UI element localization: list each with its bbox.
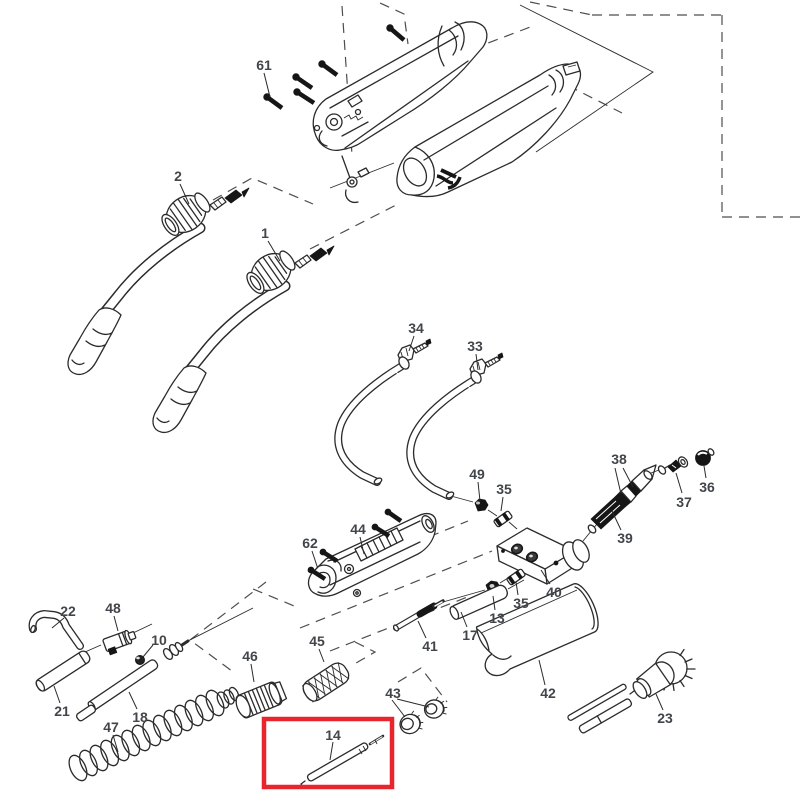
highlight-box — [261, 716, 395, 790]
part-label-39: 39 — [617, 530, 633, 546]
handle-cover-42 — [475, 583, 599, 677]
fitting-35-lower — [506, 568, 526, 586]
cap-36 — [695, 448, 715, 466]
part-label-40: 40 — [546, 584, 562, 600]
leader-lines — [51, 72, 707, 761]
neck-tube — [334, 338, 432, 486]
threaded-bushing-46 — [235, 681, 288, 719]
liner-14 — [300, 734, 385, 788]
part-label-45: 45 — [309, 633, 325, 649]
part-label-36: 36 — [699, 479, 715, 495]
part-label-13: 13 — [489, 610, 505, 626]
part-label-22: 22 — [60, 603, 76, 619]
part-label-34: 34 — [408, 320, 424, 336]
part-label-35-upper: 35 — [496, 481, 512, 497]
fitting-35-upper — [493, 510, 513, 528]
part-label-61: 61 — [256, 57, 272, 73]
tube-21 — [35, 650, 91, 692]
connector-block-40 — [496, 527, 590, 585]
mesh-diffuser-45 — [301, 662, 350, 703]
bent-rod-22 — [28, 609, 84, 650]
rings-43 — [399, 696, 448, 735]
part-label-2: 2 — [174, 168, 182, 184]
tube-17 — [449, 584, 508, 621]
part-label-46: 46 — [242, 648, 258, 664]
part-label-42: 42 — [540, 685, 556, 701]
part-label-23: 23 — [657, 710, 673, 726]
part-label-17: 17 — [462, 627, 478, 643]
screws-62 — [307, 508, 403, 581]
part-label-43: 43 — [385, 685, 401, 701]
tube-18 — [75, 639, 190, 722]
part-label-37: 37 — [676, 494, 692, 510]
coil-spring-47 — [68, 686, 240, 782]
part-label-18: 18 — [132, 709, 148, 725]
neck-tube-33 — [410, 353, 503, 499]
part-label-48: 48 — [105, 600, 121, 616]
connector-plug-23 — [567, 648, 696, 734]
handle-insert-44 — [307, 512, 437, 598]
part-label-33: 33 — [467, 338, 483, 354]
part-label-41: 41 — [422, 638, 438, 654]
part-label-38: 38 — [611, 451, 627, 467]
torch-assembly — [67, 187, 250, 376]
screws-61 — [263, 24, 406, 110]
fitting-48 — [102, 629, 137, 656]
part-label-49: 49 — [469, 466, 485, 482]
part-label-21: 21 — [54, 703, 70, 719]
part-label-14: 14 — [325, 727, 341, 743]
nut-49 — [474, 498, 489, 512]
nut-10 — [135, 655, 145, 665]
connector-body-39-38 — [587, 464, 657, 534]
part-label-35-lower: 35 — [513, 595, 529, 611]
part-label-10: 10 — [151, 632, 167, 648]
torch-assembly-1 — [153, 244, 334, 433]
part-labels: 61 2 1 34 33 49 35 38 36 37 39 40 44 62 … — [54, 57, 715, 743]
rod-41 — [392, 599, 445, 632]
handle-half-upper — [312, 21, 488, 204]
part-label-1: 1 — [261, 225, 269, 241]
handle-half-lower — [396, 61, 582, 198]
part-label-47: 47 — [103, 719, 119, 735]
part-label-62: 62 — [302, 535, 318, 551]
part-label-44: 44 — [350, 521, 366, 537]
connector-37 — [657, 456, 689, 475]
